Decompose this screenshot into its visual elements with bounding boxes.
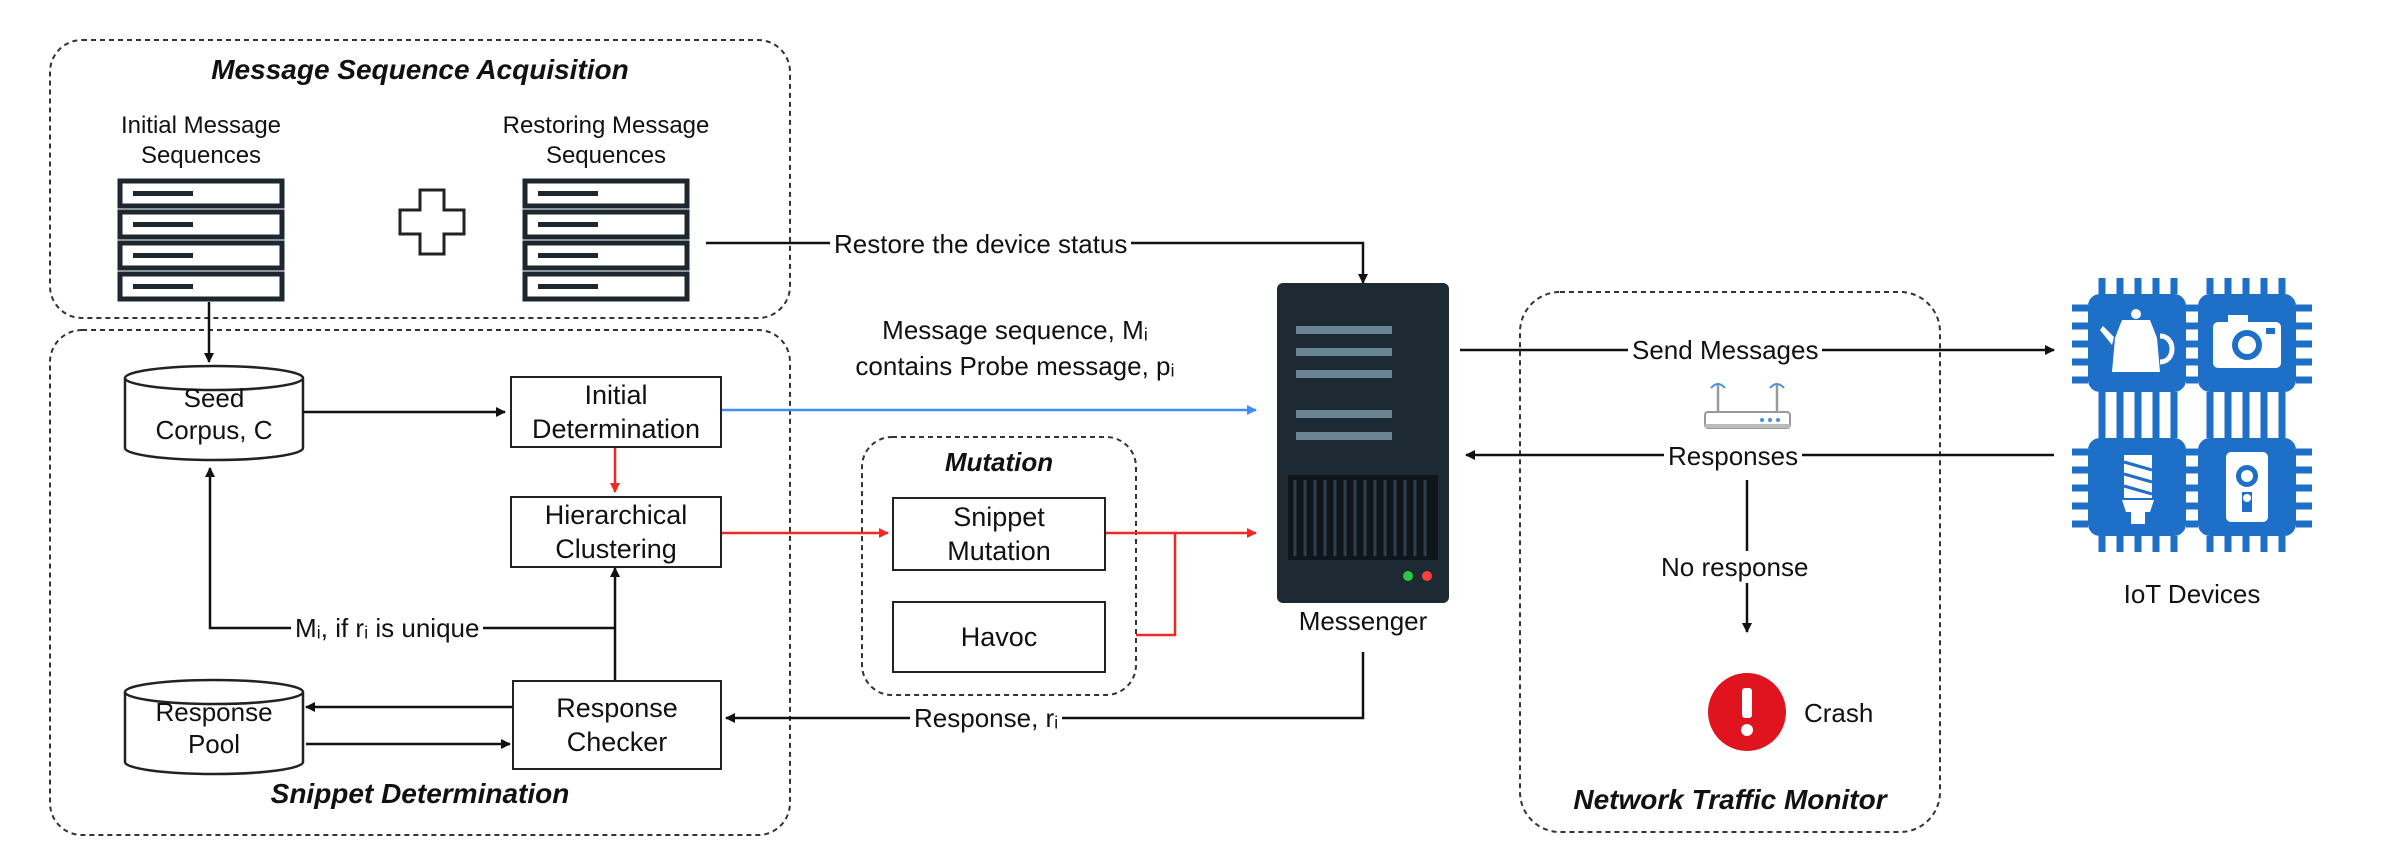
iot-devices-label: IoT Devices [2123,579,2261,609]
havoc-label: Havoc [960,622,1038,652]
response-pool-cylinder [123,678,305,776]
restoring-sequences-label-1: Restoring Message [502,112,710,139]
edge-label-msg-seq-1: Message sequence, Mᵢ [882,315,1148,345]
edge-label-restore: Restore the device status [830,228,1132,260]
edge-label-response: Response, rᵢ [910,702,1063,734]
response-checker-box: Response Checker [512,680,722,770]
response-checker-label-1: Response [556,693,678,723]
crash-icon [1708,673,1786,751]
edge-label-send-messages: Send Messages [1628,334,1823,366]
crash-label: Crash [1804,698,1874,728]
group-monitor [1519,291,1941,833]
hierarchical-clustering-box: Hierarchical Clustering [510,496,722,568]
initial-sequences-icon [117,178,285,302]
restoring-sequences-label-2: Sequences [545,142,667,169]
snippet-mutation-label-1: Snippet [953,502,1045,532]
seed-corpus-label-2: Corpus, C [155,415,273,445]
group-title-mutation: Mutation [944,447,1054,477]
lightbulb-icon [2122,455,2154,524]
initial-sequences-label-2: Sequences [140,142,262,169]
seed-corpus-label-1: Seed [183,383,245,413]
response-pool-label-2: Pool [187,729,241,759]
initial-determination-label-1: Initial [584,380,648,410]
router-icon [1704,383,1791,429]
iot-devices-icon [2072,278,2312,552]
snippet-mutation-box: Snippet Mutation [892,497,1106,571]
camera-icon [2213,315,2281,368]
smart-lock-icon [2226,452,2268,522]
group-mutation [861,436,1137,696]
hierarchical-clustering-label-2: Clustering [555,534,677,564]
edge-label-responses: Responses [1664,440,1803,472]
seed-corpus-cylinder [123,364,305,462]
edge-mutation-to-messenger [1106,531,1177,637]
hierarchical-clustering-label-1: Hierarchical [544,500,688,530]
restoring-sequences-icon [522,178,690,302]
edge-label-msg-seq-2: contains Probe message, pᵢ [855,351,1175,381]
response-checker-label-2: Checker [566,727,668,757]
plus-icon [398,188,466,256]
group-title-acquisition: Message Sequence Acquisition [211,54,629,85]
group-title-monitor: Network Traffic Monitor [1573,784,1887,815]
snippet-mutation-label-2: Mutation [947,536,1051,566]
messenger-server-icon [1277,283,1449,603]
initial-sequences-label-1: Initial Message [120,112,282,139]
initial-determination-box: Initial Determination [510,376,722,448]
edge-label-no-response: No response [1657,551,1813,583]
group-snippet [49,329,791,836]
initial-determination-label-2: Determination [531,414,701,444]
havoc-box: Havoc [892,601,1106,673]
group-title-snippet: Snippet Determination [270,778,570,809]
edge-label-mi-unique: Mᵢ, if rᵢ is unique [291,612,484,644]
messenger-label: Messenger [1298,606,1428,636]
group-acquisition [49,39,791,319]
response-pool-label-1: Response [155,697,273,727]
kettle-icon [2100,309,2175,372]
